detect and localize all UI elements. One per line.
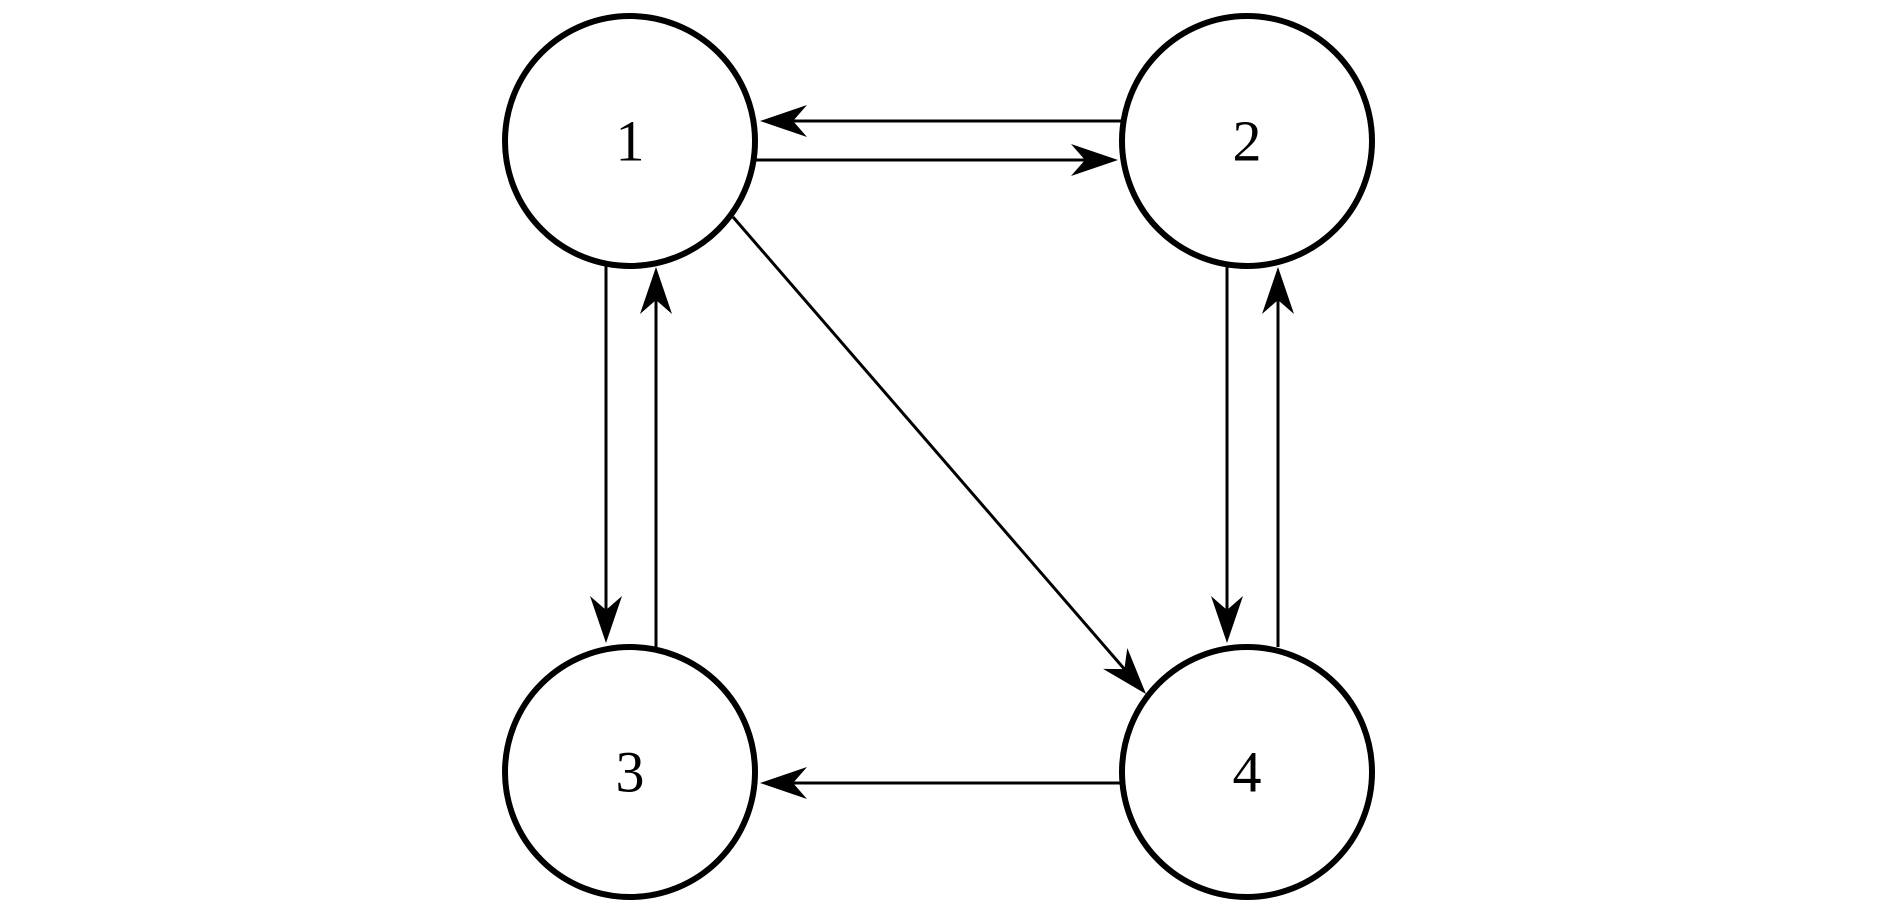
edge-4-to-2 [1262,267,1294,647]
edge-1-to-3-arrowhead [590,596,622,643]
nodes-layer: 1 2 3 4 [502,13,1375,900]
edge-2-to-4-arrowhead [1211,596,1243,643]
edge-3-to-1 [640,267,672,647]
node-3-label: 3 [616,740,645,805]
node-1: 1 [502,13,758,269]
edge-1-to-3 [590,266,622,643]
edge-1-to-4-arrowhead [1103,648,1146,694]
node-3: 3 [502,644,758,900]
edge-4-to-3-arrowhead [760,767,807,799]
edge-1-to-4-line [731,216,1129,674]
node-4-label: 4 [1233,740,1262,805]
edges-layer [590,105,1294,799]
node-4-circle [1119,644,1375,900]
node-2-circle [1119,13,1375,269]
edge-2-to-1-arrowhead [760,105,807,137]
edge-2-to-1 [760,105,1122,137]
edge-1-to-2 [756,144,1118,176]
edge-2-to-4 [1211,266,1243,643]
edge-4-to-3 [760,767,1122,799]
node-2: 2 [1119,13,1375,269]
node-4: 4 [1119,644,1375,900]
node-2-label: 2 [1233,109,1262,174]
edge-4-to-2-arrowhead [1262,267,1294,314]
node-3-circle [502,644,758,900]
edge-3-to-1-arrowhead [640,267,672,314]
node-1-circle [502,13,758,269]
edge-1-to-2-arrowhead [1071,144,1118,176]
edge-1-to-4 [731,216,1146,694]
node-1-label: 1 [616,109,645,174]
